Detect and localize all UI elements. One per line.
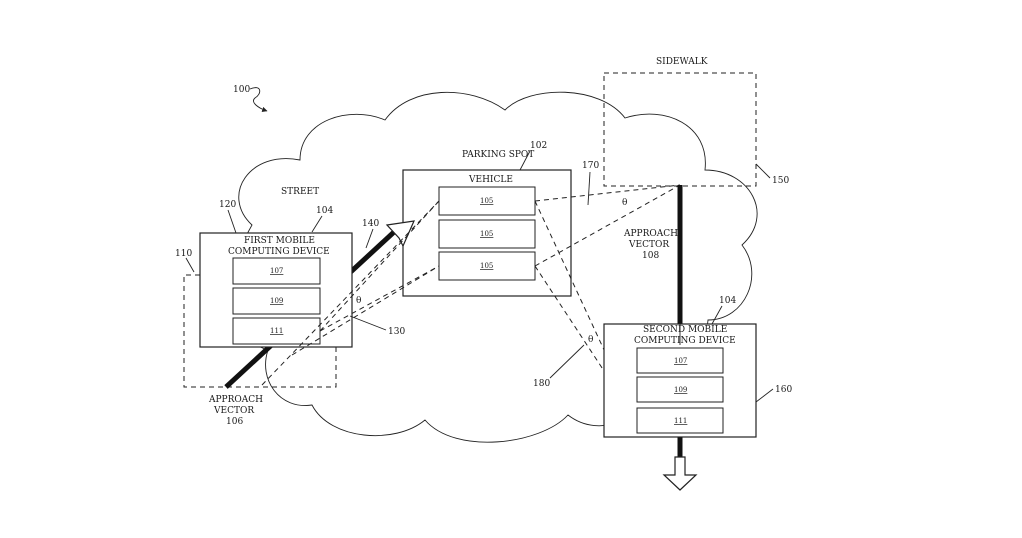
ref-170-leader: [587, 171, 591, 206]
first-device-module: [232, 287, 321, 315]
second-device-module: [636, 376, 724, 403]
second-device-module-label: 109: [674, 386, 687, 394]
first-dashed-ref: 110: [175, 249, 192, 259]
first-device-module-label: 109: [270, 297, 283, 305]
first-device-module: [232, 317, 321, 345]
first-device-module-label: 107: [270, 267, 283, 275]
second-outer-leader: [755, 388, 774, 403]
first-outer-leader: [227, 209, 237, 234]
approach-vector-108-label-1: APPROACH: [623, 229, 678, 239]
parking-spot-ref: 102: [530, 141, 547, 151]
first-device-leader: [311, 215, 323, 233]
ref-130-leader: [349, 315, 387, 331]
vehicle-modules: 105 105 105: [438, 186, 536, 281]
sidewalk-leader: [755, 163, 771, 179]
approach-vector-106-ref: 106: [226, 417, 243, 427]
theta-1: θ: [356, 296, 361, 306]
second-device-modules: 107 109 111: [636, 347, 724, 434]
vehicle-module-label: 105: [480, 197, 493, 205]
approach-vector-106-label-1: APPROACH: [208, 395, 263, 405]
ref-140: 140: [362, 219, 379, 229]
first-device-title-2: COMPUTING DEVICE: [228, 247, 330, 257]
second-device-module: [636, 347, 724, 374]
second-device-ref: 104: [719, 296, 736, 306]
street-label: STREET: [281, 187, 319, 197]
first-outer-ref: 120: [219, 200, 236, 210]
ref-130: 130: [388, 327, 405, 337]
vehicle-label: VEHICLE: [468, 175, 513, 185]
second-outer-ref: 160: [775, 385, 792, 395]
vehicle-module: [438, 186, 536, 216]
vehicle-module-label: 105: [480, 262, 493, 270]
vehicle-module-label: 105: [480, 230, 493, 238]
first-device-ref: 104: [316, 206, 333, 216]
figure-arrow: [249, 87, 268, 113]
street-cloud: [234, 91, 758, 443]
first-device-zone: [183, 274, 337, 388]
figure-number: 100: [233, 85, 250, 95]
ref-140-leader: [365, 228, 374, 249]
first-device-modules: 107 109 111: [232, 257, 321, 345]
ref-180-leader: [549, 344, 585, 379]
vehicle-module: [438, 219, 536, 249]
approach-vector-108-ref: 108: [642, 251, 659, 261]
first-device-rays: [261, 200, 440, 386]
ref-170: 170: [582, 161, 599, 171]
sidewalk-ref: 150: [772, 176, 789, 186]
ref-180: 180: [533, 379, 550, 389]
parking-spot-label: PARKING SPOT: [462, 150, 534, 160]
second-device-leader: [711, 305, 723, 325]
first-dashed-leader: [185, 257, 195, 273]
sidewalk-label: SIDEWALK: [656, 57, 708, 67]
second-device-title-2: COMPUTING DEVICE: [634, 336, 736, 346]
down-arrow: [662, 456, 698, 491]
approach-vector-106-label-2: VECTOR: [213, 406, 254, 416]
approach-vector-108-label-2: VECTOR: [628, 240, 669, 250]
theta-3: θ: [588, 335, 593, 345]
parking-spot-leader: [519, 150, 531, 171]
sidewalk-area: [603, 72, 757, 187]
theta-2: θ: [622, 198, 627, 208]
second-device-module: [636, 407, 724, 434]
first-device-title-1: FIRST MOBILE: [244, 236, 315, 246]
second-device-module-label: 107: [674, 357, 687, 365]
second-device-module-label: 111: [674, 417, 687, 425]
first-device-module-label: 111: [270, 327, 283, 335]
approach-arrow: [385, 220, 415, 248]
second-device-title-1: SECOND MOBILE: [643, 325, 727, 335]
first-device-module: [232, 257, 321, 285]
